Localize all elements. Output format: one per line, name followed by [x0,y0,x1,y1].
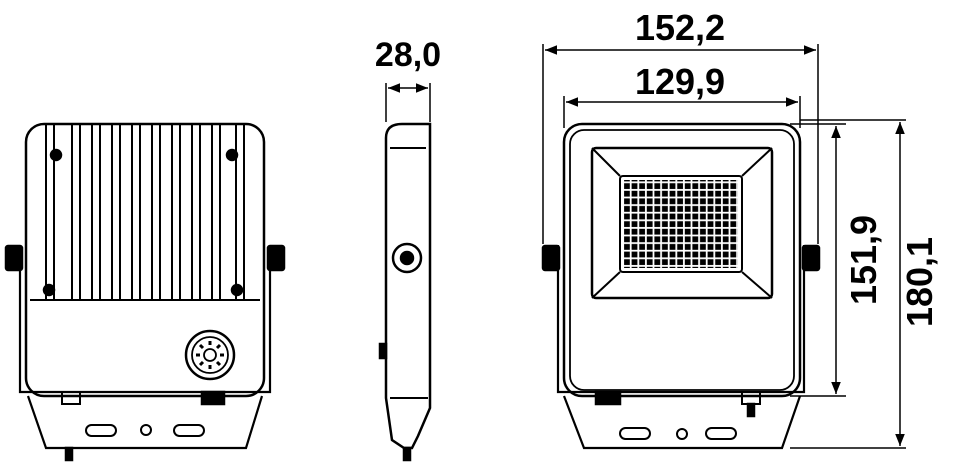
rear-view [4,122,286,462]
front-view [541,122,821,450]
overall-height-dimension [790,119,906,449]
body-height-dimension [790,123,846,397]
body-height-label: 151,9 [843,215,884,305]
depth-dimension [385,83,431,122]
depth-label: 28,0 [375,36,441,74]
overall-width-dimension [542,44,819,244]
overall-height-label: 180,1 [899,237,940,327]
body-width-label: 129,9 [635,61,725,102]
overall-width-label: 152,2 [635,7,725,48]
body-width-dimension [563,96,801,128]
side-view [378,122,432,462]
led-array [624,180,738,268]
